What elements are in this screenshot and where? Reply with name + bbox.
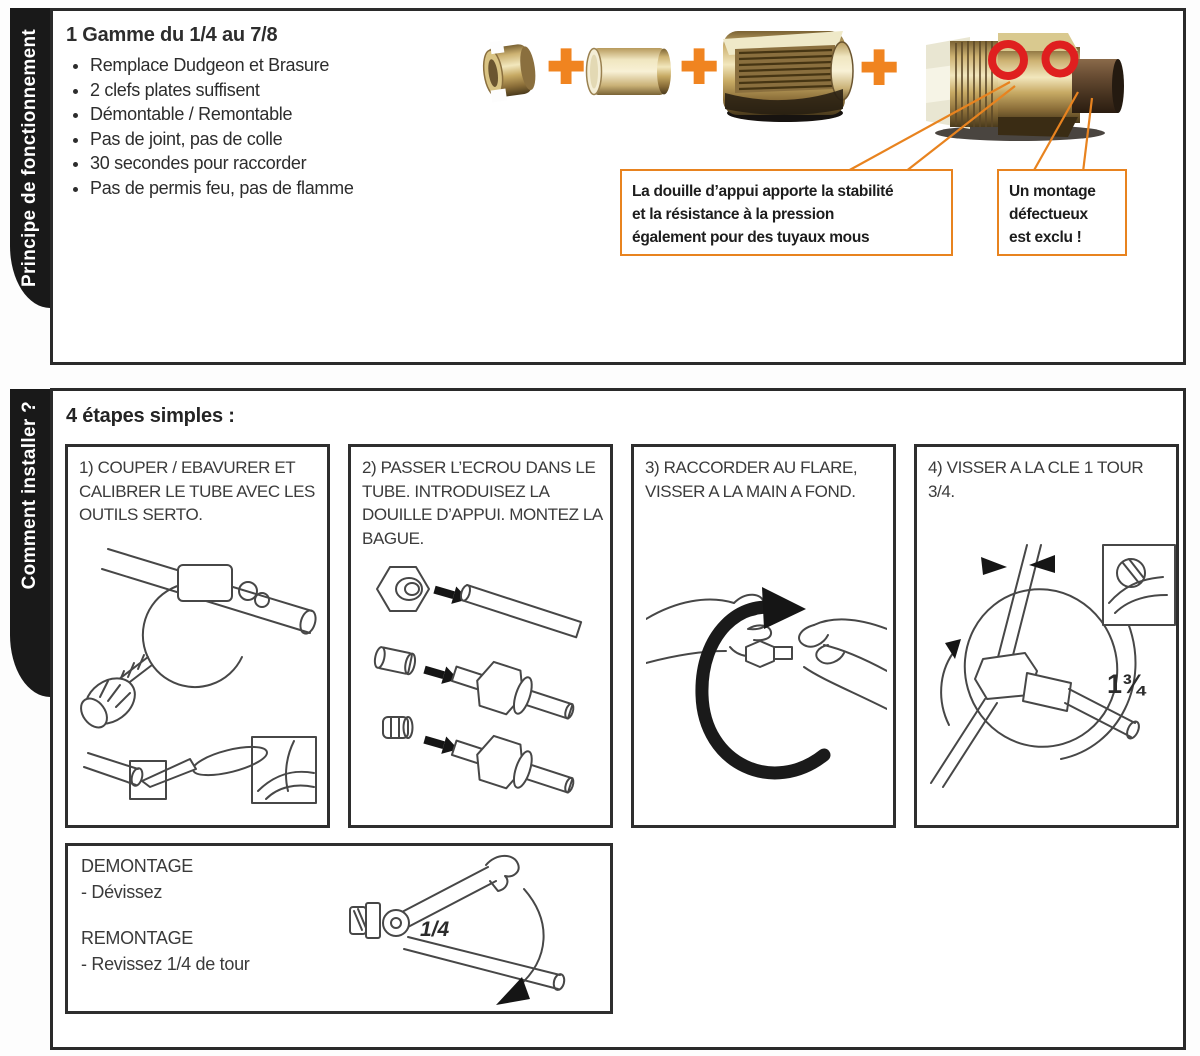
step-label: 3) RACCORDER AU FLARE, VISSER A LA MAIN … <box>645 458 858 501</box>
step-label: 2) PASSER L’ECROU DANS LE TUBE. INTRODUI… <box>362 458 602 548</box>
step-box-4: 4) VISSER A LA CLE 1 TOUR 3/4. <box>914 444 1179 828</box>
install-section: 4 étapes simples : 1) COUPER / EBAVURER … <box>50 388 1186 1050</box>
tab-install: Comment installer ? <box>10 389 50 697</box>
install-heading: 4 étapes simples : <box>66 405 235 427</box>
range-heading: 1 Gamme du 1/4 au 7/8 <box>66 24 278 46</box>
product-range-block: 1 Gamme du 1/4 au 7/8 Remplace Dudgeon e… <box>66 24 466 201</box>
quarter-turn-label: 1/4 <box>420 918 450 941</box>
plus-icon: + <box>546 32 586 101</box>
list-item: Remplace Dudgeon et Brasure <box>90 53 466 78</box>
wrench-turn-illustration <box>930 544 1176 788</box>
step-box-1: 1) COUPER / EBAVURER ET CALIBRER LE TUBE… <box>65 444 330 828</box>
pipe-cutter-illustration <box>80 548 317 804</box>
hand-tightening-illustration <box>646 587 887 780</box>
callout-faulty-assembly: Un montage défectueux est exclu ! <box>997 169 1127 256</box>
highlight-circle-icon <box>1041 40 1079 78</box>
plus-icon: + <box>679 32 719 101</box>
assembled-fitting-image <box>926 33 1124 141</box>
reassembly-line: - Revissez 1/4 de tour <box>81 954 250 974</box>
list-item: 2 clefs plates suffisent <box>90 78 466 103</box>
callout-line: La douille d’appui apporte la stabilité <box>632 183 894 200</box>
feature-list: Remplace Dudgeon et Brasure 2 clefs plat… <box>66 53 466 201</box>
list-item: Démontable / Remontable <box>90 102 466 127</box>
callout-pointer-lines <box>845 81 1094 173</box>
principles-section: 1 Gamme du 1/4 au 7/8 Remplace Dudgeon e… <box>50 8 1186 365</box>
wrench-quarter-turn-illustration <box>349 854 566 1005</box>
nut-cutaway-image <box>723 31 854 122</box>
tab-principles-label: Principe de fonctionnement <box>19 29 40 287</box>
step-label: 4) VISSER A LA CLE 1 TOUR 3/4. <box>928 458 1144 501</box>
disassembly-line: - Dévissez <box>81 882 163 902</box>
callout-line: est exclu ! <box>1009 229 1082 246</box>
list-item: Pas de joint, pas de colle <box>90 127 466 152</box>
callout-line: et la résistance à la pression <box>632 206 835 223</box>
callout-line: défectueux <box>1009 206 1088 223</box>
ring-part-image <box>482 40 536 103</box>
list-item: Pas de permis feu, pas de flamme <box>90 176 466 201</box>
highlight-circle-icon <box>988 40 1028 80</box>
turns-count-label: 1¾ <box>1107 669 1145 699</box>
disassembly-title: DEMONTAGE <box>81 856 193 876</box>
list-item: 30 secondes pour raccorder <box>90 151 466 176</box>
disassembly-box: DEMONTAGE - Dévissez REMONTAGE - Revisse… <box>65 843 613 1014</box>
sleeve-part-image <box>585 47 671 96</box>
callout-support-sleeve: La douille d’appui apporte la stabilité … <box>620 169 953 256</box>
step-label: 1) COUPER / EBAVURER ET CALIBRER LE TUBE… <box>79 458 315 524</box>
step-box-3: 3) RACCORDER AU FLARE, VISSER A LA MAIN … <box>631 444 896 828</box>
step-box-2: 2) PASSER L’ECROU DANS LE TUBE. INTRODUI… <box>348 444 613 828</box>
callout-line: également pour des tuyaux mous <box>632 229 870 246</box>
tab-principles: Principe de fonctionnement <box>10 8 50 308</box>
tab-install-label: Comment installer ? <box>19 400 40 590</box>
callout-line: Un montage <box>1009 183 1096 200</box>
reassembly-title: REMONTAGE <box>81 928 193 948</box>
nut-sleeve-ring-illustration <box>373 566 583 794</box>
